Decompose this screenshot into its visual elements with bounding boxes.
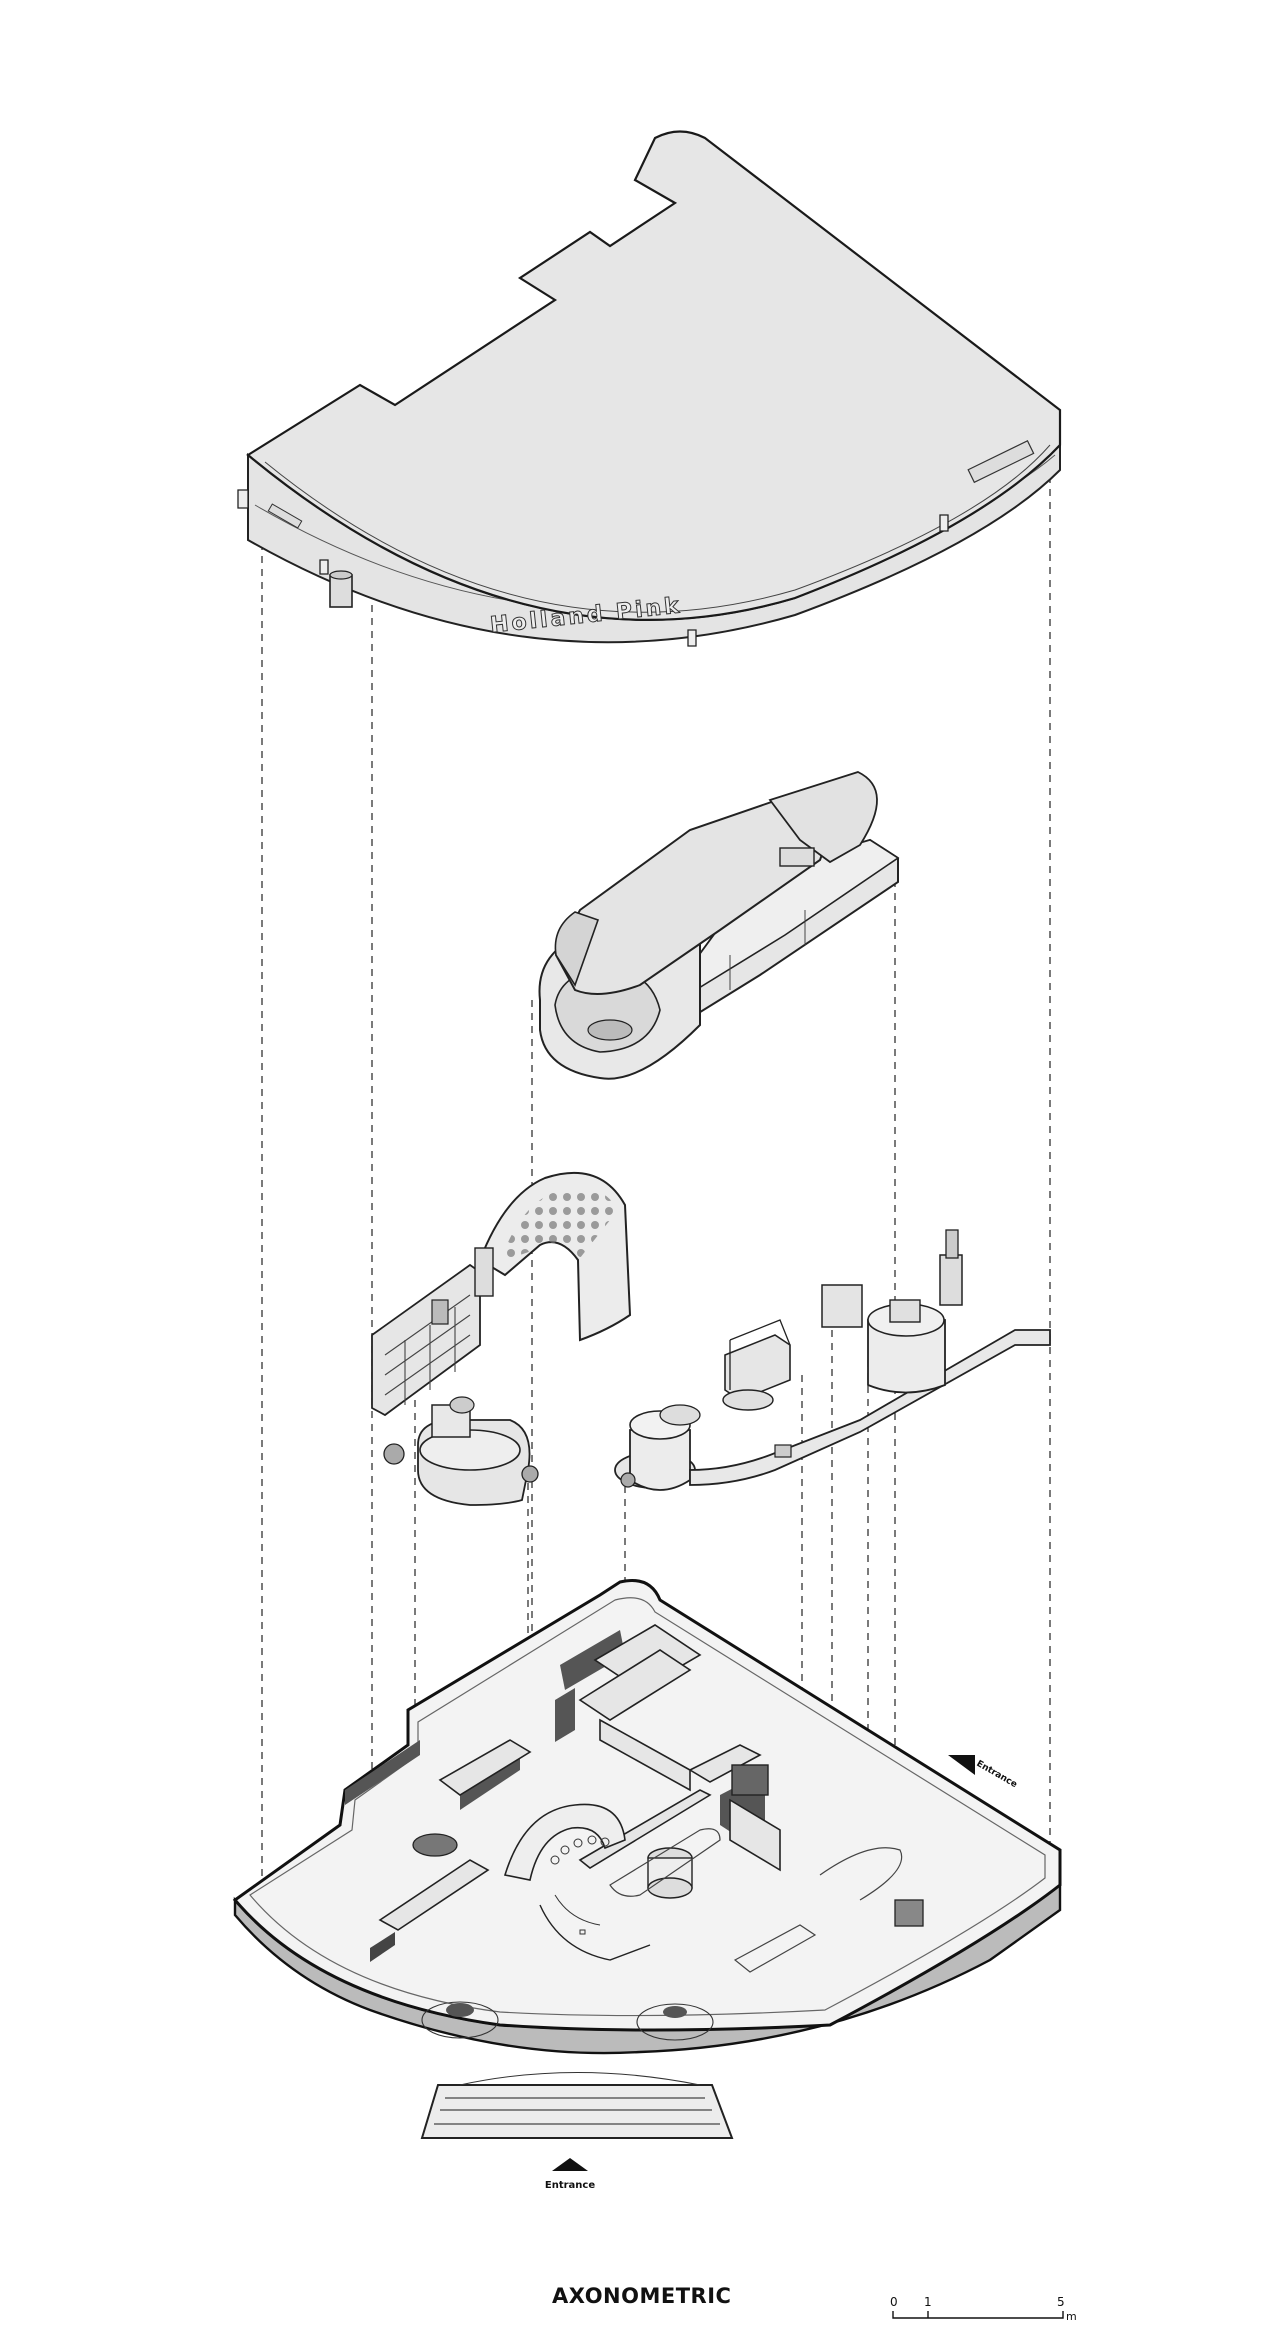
entrance-steps bbox=[420, 2072, 734, 2139]
counter-module bbox=[538, 771, 900, 1080]
scale-tick-0: 0 bbox=[890, 2295, 898, 2309]
roof-side-sign bbox=[967, 440, 1035, 484]
side-entrance-label: Entrance bbox=[975, 1759, 1019, 1790]
floor-plan: Entrance Entrance bbox=[232, 1579, 1062, 2191]
fixtures-layer bbox=[371, 1171, 1051, 1506]
shelving-unit bbox=[371, 1263, 481, 1417]
curved-track bbox=[689, 1329, 1051, 1486]
roof-side-sign-left bbox=[267, 503, 303, 529]
roof-top bbox=[246, 130, 1062, 621]
floor-slab bbox=[232, 1579, 1062, 2032]
drawing-title: AXONOMETRIC bbox=[552, 2284, 732, 2308]
main-entrance-label: Entrance bbox=[545, 2180, 595, 2191]
small-cart bbox=[722, 1319, 791, 1411]
round-display-cluster bbox=[614, 1404, 701, 1491]
scale-bar: 0 1 5 m bbox=[890, 2295, 1077, 2323]
scale-unit: m bbox=[1066, 2310, 1077, 2323]
round-plinth bbox=[821, 1284, 946, 1394]
scale-tick-1: 1 bbox=[924, 2295, 932, 2309]
scale-tick-5: 5 bbox=[1057, 2295, 1065, 2309]
roof-layer: Holland Pink bbox=[237, 130, 1062, 647]
oval-display-table bbox=[383, 1396, 539, 1506]
main-entrance-arrow bbox=[552, 2158, 588, 2171]
roof-pendant bbox=[329, 574, 353, 608]
side-entrance-arrow bbox=[948, 1755, 975, 1775]
